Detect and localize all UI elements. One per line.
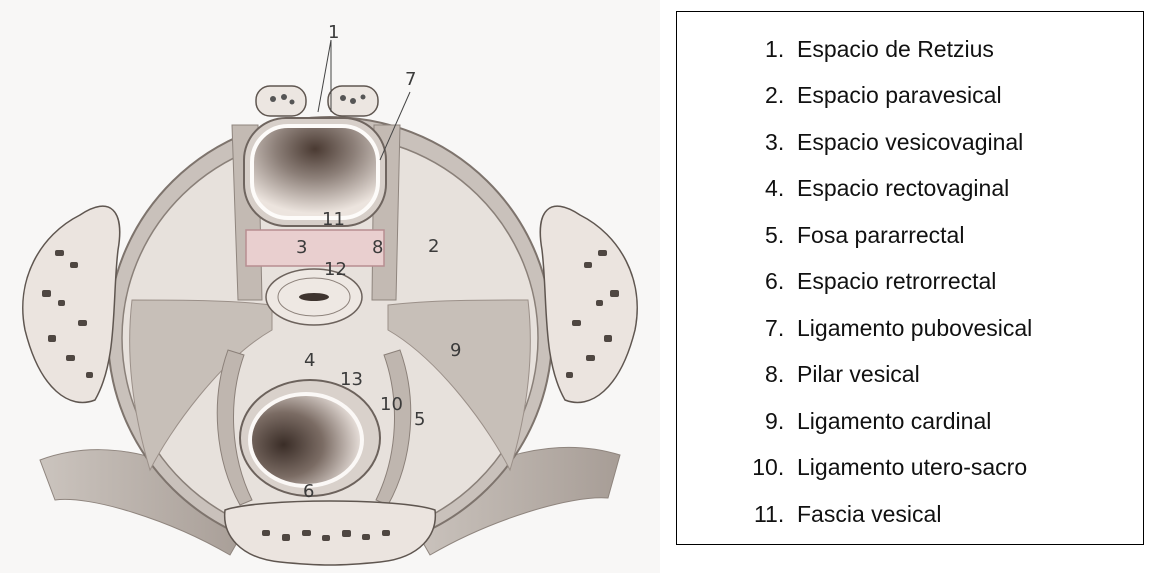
label-number-13: 13 — [340, 369, 363, 390]
label-number-8: 8 — [372, 237, 383, 258]
legend-item-1: 1. Espacio de Retzius — [677, 26, 1143, 73]
legend-box: 1. Espacio de Retzius 2. Espacio paraves… — [676, 11, 1144, 545]
label-number-7: 7 — [405, 69, 416, 90]
legend-item-number: 2. — [677, 82, 797, 109]
legend-item-11: 11. Fascia vesical — [677, 491, 1143, 538]
label-number-2: 2 — [428, 236, 439, 257]
label-number-3: 3 — [296, 237, 307, 258]
legend-item-label: Espacio retrorrectal — [797, 268, 996, 295]
legend-item-number: 11. — [677, 501, 797, 528]
legend-item-number: 7. — [677, 315, 797, 342]
legend-item-2: 2. Espacio paravesical — [677, 73, 1143, 120]
label-number-1: 1 — [328, 22, 339, 43]
legend-list: 1. Espacio de Retzius 2. Espacio paraves… — [677, 26, 1143, 538]
vagina-lumen — [299, 293, 329, 301]
legend-item-label: Pilar vesical — [797, 361, 920, 388]
legend-item-6: 6. Espacio retrorrectal — [677, 259, 1143, 306]
legend-item-number: 9. — [677, 408, 797, 435]
legend-item-label: Espacio de Retzius — [797, 36, 994, 63]
label-number-12: 12 — [324, 259, 347, 280]
sacrum — [225, 501, 436, 565]
legend-item-number: 4. — [677, 175, 797, 202]
label-number-10: 10 — [380, 394, 403, 415]
legend-item-number: 10. — [677, 454, 797, 481]
legend-item-8: 8. Pilar vesical — [677, 352, 1143, 399]
bladder-lumen — [252, 126, 378, 218]
legend-item-label: Espacio paravesical — [797, 82, 1002, 109]
legend-item-label: Fosa pararrectal — [797, 222, 964, 249]
legend-item-3: 3. Espacio vesicovaginal — [677, 119, 1143, 166]
legend-item-10: 10. Ligamento utero-sacro — [677, 445, 1143, 492]
legend-item-label: Ligamento cardinal — [797, 408, 991, 435]
legend-item-number: 5. — [677, 222, 797, 249]
rectum-lumen — [250, 394, 362, 486]
legend-item-number: 8. — [677, 361, 797, 388]
label-number-11: 11 — [322, 209, 345, 230]
left-pubic-bone — [256, 86, 306, 116]
legend-item-number: 6. — [677, 268, 797, 295]
legend-item-9: 9. Ligamento cardinal — [677, 398, 1143, 445]
legend-item-5: 5. Fosa pararrectal — [677, 212, 1143, 259]
pelvis-cross-section-illustration: 1 7 11 3 8 2 12 9 4 13 10 5 6 — [0, 0, 660, 573]
legend-item-label: Fascia vesical — [797, 501, 941, 528]
legend-item-label: Espacio rectovaginal — [797, 175, 1009, 202]
label-number-5: 5 — [414, 409, 425, 430]
legend-item-number: 3. — [677, 129, 797, 156]
label-number-9: 9 — [450, 340, 461, 361]
legend-item-label: Ligamento utero-sacro — [797, 454, 1027, 481]
legend-item-number: 1. — [677, 36, 797, 63]
legend-item-label: Ligamento pubovesical — [797, 315, 1032, 342]
legend-item-label: Espacio vesicovaginal — [797, 129, 1023, 156]
label-number-6: 6 — [303, 481, 314, 502]
legend-item-4: 4. Espacio rectovaginal — [677, 166, 1143, 213]
vesicovaginal-space — [246, 230, 384, 266]
label-number-4: 4 — [304, 350, 315, 371]
legend-item-7: 7. Ligamento pubovesical — [677, 305, 1143, 352]
